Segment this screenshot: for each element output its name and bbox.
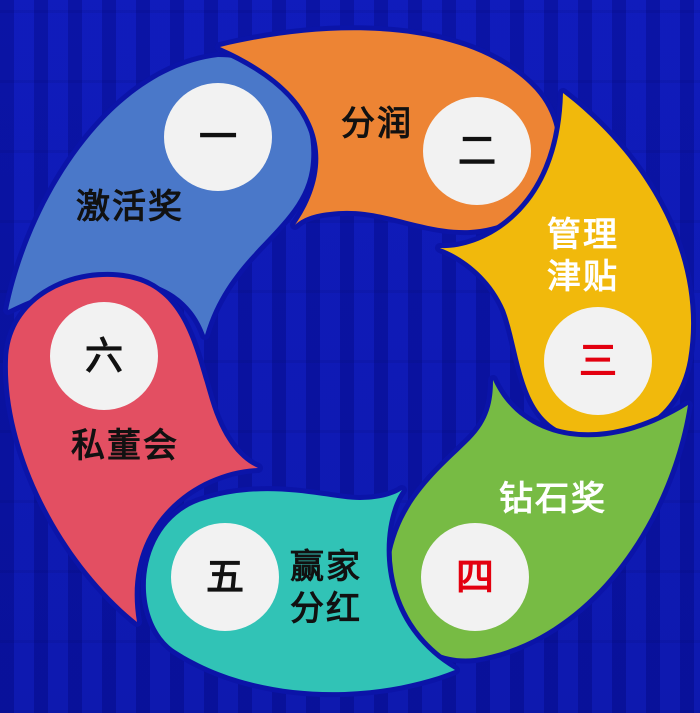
step-6-number: 六 xyxy=(84,334,123,378)
step-1-number-circle: 一 xyxy=(164,83,272,191)
step-6-label: 私董会 xyxy=(71,426,179,466)
step-4-number: 四 xyxy=(455,555,494,599)
step-1-number: 一 xyxy=(198,115,237,159)
step-3-number-circle: 三 xyxy=(544,307,652,415)
step-2-number: 二 xyxy=(457,129,496,173)
step-5-number-circle: 五 xyxy=(171,523,279,631)
step-2-number-circle: 二 xyxy=(423,97,531,205)
step-3-number: 三 xyxy=(578,339,617,383)
step-5-number: 五 xyxy=(205,555,244,599)
step-4-label: 钻石奖 xyxy=(499,479,607,519)
step-3-label: 管理 津贴 xyxy=(547,215,619,297)
step-4-number-circle: 四 xyxy=(421,523,529,631)
step-1-label: 激活奖 xyxy=(76,187,184,227)
step-5-label: 赢家 分红 xyxy=(290,547,362,629)
step-2-label: 分润 xyxy=(341,104,413,144)
step-6-number-circle: 六 xyxy=(50,302,158,410)
